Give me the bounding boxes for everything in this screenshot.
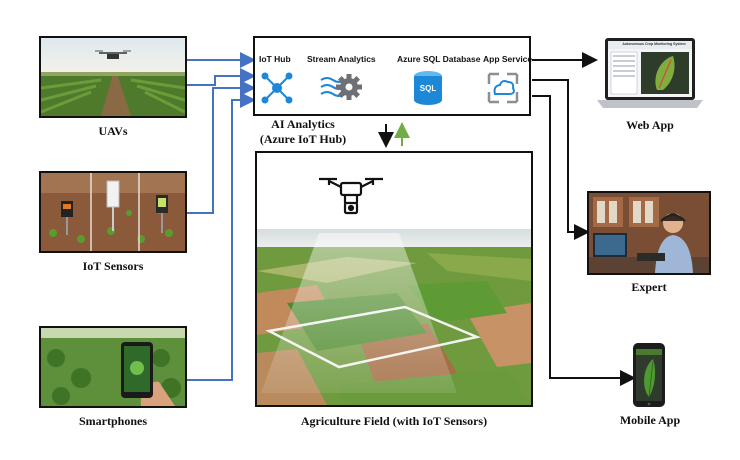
web-app-label: Web App bbox=[626, 118, 674, 132]
arrow-sensors-to-hub bbox=[187, 80, 256, 214]
agriculture-field-illustration bbox=[257, 177, 531, 405]
stream-analytics-label: Stream Analytics bbox=[307, 54, 376, 64]
sql-database-label: Azure SQL Database bbox=[397, 54, 481, 64]
arrow-to-mobile-app bbox=[532, 95, 636, 386]
iot-sensors-photo bbox=[39, 171, 187, 253]
web-app-laptop bbox=[597, 38, 703, 108]
drone-icon bbox=[95, 50, 131, 59]
app-service-icon bbox=[487, 72, 519, 104]
ai-analytics-subtitle: (Azure IoT Hub) bbox=[259, 132, 347, 146]
uavs-photo bbox=[39, 36, 187, 118]
drone-icon bbox=[319, 177, 383, 215]
ai-analytics-pipeline: IoT Hub Stream Analytics Azure SQL Datab… bbox=[253, 36, 533, 116]
ai-analytics-caption: AI Analytics (Azure IoT Hub) bbox=[248, 117, 358, 147]
smartphone-field-illustration bbox=[41, 328, 185, 406]
iot-sensors-label: IoT Sensors bbox=[82, 259, 144, 273]
iot-hub-icon bbox=[261, 72, 293, 104]
smartphones-photo bbox=[39, 326, 187, 408]
arrow-to-expert bbox=[532, 79, 590, 240]
arrow-uavs-to-hub-2 bbox=[187, 68, 256, 86]
iot-hub-label: IoT Hub bbox=[259, 54, 291, 64]
agriculture-field-label: Agriculture Field (with IoT Sensors) bbox=[300, 414, 488, 428]
web-app-screen-title: Autonomous Crop Monitoring System bbox=[622, 42, 686, 46]
uav-field-illustration bbox=[41, 38, 185, 116]
smartphones-label: Smartphones bbox=[78, 414, 147, 428]
sensor-field-illustration bbox=[41, 173, 185, 251]
mobile-app-label: Mobile App bbox=[619, 413, 681, 427]
expert-illustration bbox=[589, 193, 709, 273]
ai-analytics-title: AI Analytics bbox=[271, 117, 335, 131]
expert-photo bbox=[587, 191, 711, 275]
agriculture-field-panel bbox=[255, 151, 533, 407]
sql-icon-text: SQL bbox=[419, 84, 437, 93]
uavs-label: UAVs bbox=[98, 124, 128, 138]
mobile-app-phone bbox=[633, 343, 665, 407]
gear-icon bbox=[320, 74, 362, 100]
expert-label: Expert bbox=[631, 280, 667, 294]
app-service-label: App Service bbox=[483, 54, 533, 64]
arrow-phones-to-hub bbox=[187, 92, 256, 381]
sql-database-icon bbox=[414, 71, 442, 105]
